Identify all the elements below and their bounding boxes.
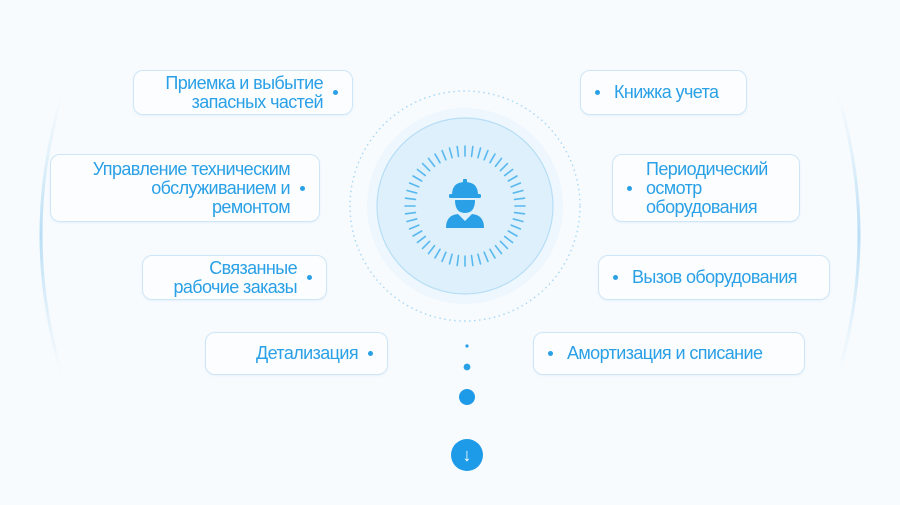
tick-mark: [483, 251, 489, 263]
tick-mark: [416, 235, 427, 244]
feature-item-depreciation[interactable]: Амортизация и списание: [533, 332, 805, 375]
tick-mark: [477, 147, 482, 159]
feature-item-label: Детализация: [256, 343, 359, 363]
tick-mark: [421, 240, 431, 250]
bullet-dot: [595, 90, 600, 95]
tick-mark: [489, 153, 496, 164]
tick-mark: [456, 145, 460, 158]
bullet-dot: [613, 275, 618, 280]
progress-dot: [459, 389, 475, 405]
tick-mark: [512, 218, 524, 223]
tick-mark: [503, 235, 514, 244]
tick-mark: [494, 244, 503, 255]
tick-mark: [406, 218, 418, 223]
tick-mark: [412, 230, 423, 237]
feature-item-label: Амортизация и списание: [567, 343, 763, 363]
tick-mark: [494, 157, 503, 168]
tick-mark: [416, 168, 427, 177]
tick-mark: [512, 189, 524, 194]
tick-mark: [483, 149, 489, 161]
tick-mark: [499, 240, 509, 250]
tick-mark: [404, 211, 417, 215]
feature-item-label: Книжка учета: [614, 82, 719, 102]
tick-mark: [404, 197, 417, 201]
arrow-down-icon: ↓: [462, 445, 472, 465]
tick-mark: [434, 153, 441, 164]
feature-item-equipment-call[interactable]: Вызов оборудования: [598, 255, 830, 300]
feature-item-work-orders[interactable]: Связанные рабочие заказы: [142, 255, 327, 300]
feature-item-maintenance[interactable]: Управление техническим обслуживанием и р…: [50, 154, 320, 222]
tick-mark: [470, 254, 474, 267]
feature-item-label: Вызов оборудования: [632, 267, 798, 287]
bullet-dot: [627, 185, 632, 191]
tick-mark: [507, 230, 518, 237]
right-decorative-arc: [836, 94, 861, 376]
feature-item-label: Периодический осмотр оборудования: [646, 158, 768, 217]
feature-item-label: Управление техническим обслуживанием и р…: [92, 158, 291, 217]
tick-mark: [513, 197, 526, 201]
tick-mark: [412, 175, 423, 182]
feature-item-spare-parts[interactable]: Приемка и выбытие запасных частей: [133, 70, 353, 115]
feature-item-detailing[interactable]: Детализация: [205, 332, 388, 375]
bullet-dot: [333, 90, 338, 95]
feature-item-label: Связанные рабочие заказы: [173, 257, 297, 297]
tick-mark: [408, 182, 420, 188]
bullet-dot: [548, 351, 553, 356]
tick-mark: [441, 251, 447, 263]
tick-ring: [404, 145, 526, 267]
bullet-dot: [307, 275, 312, 280]
tick-mark: [408, 224, 420, 230]
tick-mark: [434, 248, 441, 259]
tick-mark: [406, 189, 418, 194]
tick-mark: [427, 244, 436, 255]
tick-mark: [470, 145, 474, 158]
tick-mark: [456, 254, 460, 267]
progress-dots: [459, 344, 475, 405]
progress-dot: [463, 363, 471, 371]
center-emblem: [349, 90, 581, 322]
tick-mark: [427, 157, 436, 168]
feature-item-label: Приемка и выбытие запасных частей: [165, 72, 323, 112]
tick-mark: [489, 248, 496, 259]
tick-mark: [499, 162, 509, 172]
feature-item-logbook[interactable]: Книжка учета: [580, 70, 747, 115]
outer-dotted-ring: [349, 90, 581, 322]
tick-mark: [507, 175, 518, 182]
tick-mark: [510, 224, 522, 230]
progress-dot: [465, 344, 469, 348]
worker-helmet-icon: [446, 179, 484, 228]
tick-mark: [510, 182, 522, 188]
tick-mark: [448, 147, 453, 159]
tick-mark: [477, 253, 482, 265]
tick-mark: [441, 149, 447, 161]
tick-mark: [421, 162, 431, 172]
bullet-dot: [300, 185, 305, 191]
bullet-dot: [368, 351, 373, 356]
tick-mark: [513, 211, 526, 215]
feature-item-periodic-inspection[interactable]: Периодический осмотр оборудования: [612, 154, 800, 222]
tick-mark: [448, 253, 453, 265]
scroll-down-button[interactable]: ↓: [451, 439, 483, 471]
tick-mark: [503, 168, 514, 177]
